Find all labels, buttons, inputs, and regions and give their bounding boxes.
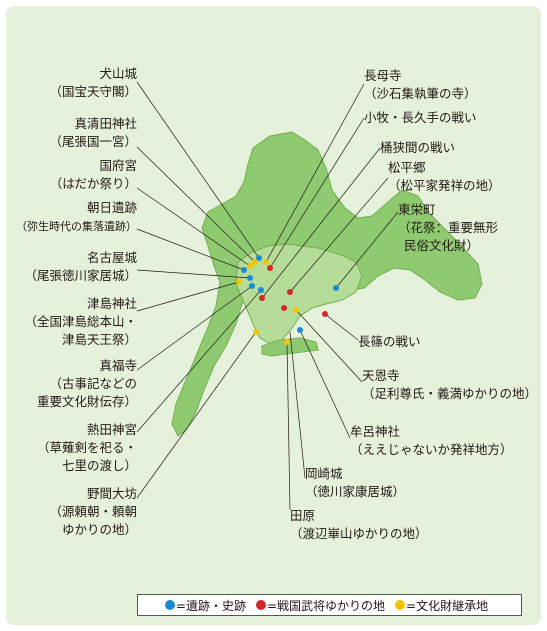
leader-lines (136, 81, 399, 511)
legend-ruins-text: =遺跡・史跡 (175, 598, 246, 613)
marker-okehazama (259, 295, 265, 301)
label-okehazama-1: 桶狭間の戦い (380, 140, 455, 155)
label-asahi-1: 朝日遺跡 (87, 200, 138, 215)
legend-ruins-dot (164, 600, 175, 610)
marker-tsushima (236, 279, 242, 285)
label-tsushima-1: 津島神社 (87, 296, 137, 311)
marker-inuyama (256, 255, 262, 261)
label-tenonji-1: 天恩寺 (362, 368, 400, 383)
label-tsushima-3: 津島天王祭） (62, 332, 137, 347)
label-okazaki-2: （徳川家康居城） (305, 484, 405, 499)
marker-matsudaira (287, 289, 293, 295)
legend-warlord-text: =戦国武将ゆかりの地 (266, 598, 386, 613)
label-asahi-2: （弥生時代の集落遺跡） (16, 219, 137, 233)
legend-warlord: =戦国武将ゆかりの地 (255, 597, 386, 614)
label-atsuta-3: 七里の渡し） (62, 458, 137, 473)
label-kounomiya-1: 国府宮 (99, 158, 137, 173)
label-tahara-2: （渡辺崋山ゆかりの地） (290, 526, 428, 541)
label-nagoya-1: 名古屋城 (87, 250, 138, 265)
map-markers (236, 255, 339, 345)
label-tahara-1: 田原 (290, 508, 315, 523)
label-shinpukuji-1: 真福寺 (99, 358, 137, 373)
right-labels: 長母寺 （沙石集執筆の寺） 小牧・長久手の戦い 桶狭間の戦い 松平郷 （松平家発… (290, 68, 537, 541)
legend-culture-text: =文化財継承地 (406, 598, 489, 613)
legend-culture: =文化財継承地 (395, 597, 488, 614)
label-chobo-2: （沙石集執筆の寺） (364, 86, 477, 101)
label-murojinja-2: （ええじゃないか発祥地方） (350, 442, 513, 457)
label-inuyama-1: 犬山城 (99, 66, 137, 81)
marker-kounomiya (247, 263, 253, 269)
label-toei-3: 民俗文化財） (404, 238, 479, 253)
marker-asahi (241, 267, 247, 273)
label-atsuta-2: （草薙剣を祀る・ (37, 440, 137, 455)
label-toei-1: 東栄町 (398, 202, 436, 217)
marker-shinpukuji (249, 283, 255, 289)
label-shinpukuji-2: （古事記などの (49, 376, 137, 391)
marker-nagoya (247, 275, 253, 281)
label-shinpukuji-3: 重要文化財伝存） (37, 394, 137, 409)
label-chobo-1: 長母寺 (364, 68, 402, 83)
label-tenonji-2: （足利尊氏・義満ゆかりの地） (362, 386, 537, 401)
label-masumida-2: （尾張国一宮） (49, 134, 137, 149)
label-noma-3: ゆかりの地） (62, 522, 137, 537)
marker-masumida (252, 259, 258, 265)
marker-tahara (284, 339, 290, 345)
marker-komaki (267, 265, 273, 271)
marker-atsuta (258, 287, 264, 293)
label-nagashino-1: 長篠の戦い (358, 334, 421, 349)
label-masumida-1: 真清田神社 (74, 116, 137, 131)
label-matsudaira-2: （松平家発祥の地） (388, 178, 501, 193)
left-labels: 犬山城 （国宝天守閣） 真清田神社 （尾張国一宮） 国府宮 （はだか祭り） 朝日… (16, 66, 137, 537)
label-murojinja-1: 牟呂神社 (350, 424, 400, 439)
marker-tenonji (293, 307, 299, 313)
label-matsudaira-1: 松平郷 (388, 160, 426, 175)
marker-toei (333, 285, 339, 291)
marker-okazaki (281, 305, 287, 311)
marker-chobo (263, 259, 269, 265)
legend-ruins: =遺跡・史跡 (164, 597, 246, 614)
marker-nagashino (322, 311, 328, 317)
label-noma-2: （源頼朝・頼朝 (49, 504, 137, 519)
marker-noma (253, 329, 259, 335)
label-kounomiya-2: （はだか祭り） (50, 176, 137, 191)
label-okazaki-1: 岡崎城 (305, 466, 343, 481)
label-tsushima-2: （全国津島総本山・ (24, 314, 137, 329)
legend: =遺跡・史跡 =戦国武将ゆかりの地 =文化財継承地 (137, 594, 522, 616)
label-komaki-1: 小牧・長久手の戦い (364, 110, 477, 125)
legend-culture-dot (395, 600, 406, 610)
label-toei-2: （花祭：重要無形 (398, 220, 499, 235)
label-atsuta-1: 熱田神宮 (87, 422, 137, 437)
label-noma-1: 野間大坊 (87, 486, 137, 501)
marker-murojinja (297, 327, 303, 333)
legend-warlord-dot (255, 600, 266, 610)
label-nagoya-2: （尾張徳川家居城） (24, 268, 137, 283)
label-inuyama-2: （国宝天守閣） (49, 84, 137, 99)
